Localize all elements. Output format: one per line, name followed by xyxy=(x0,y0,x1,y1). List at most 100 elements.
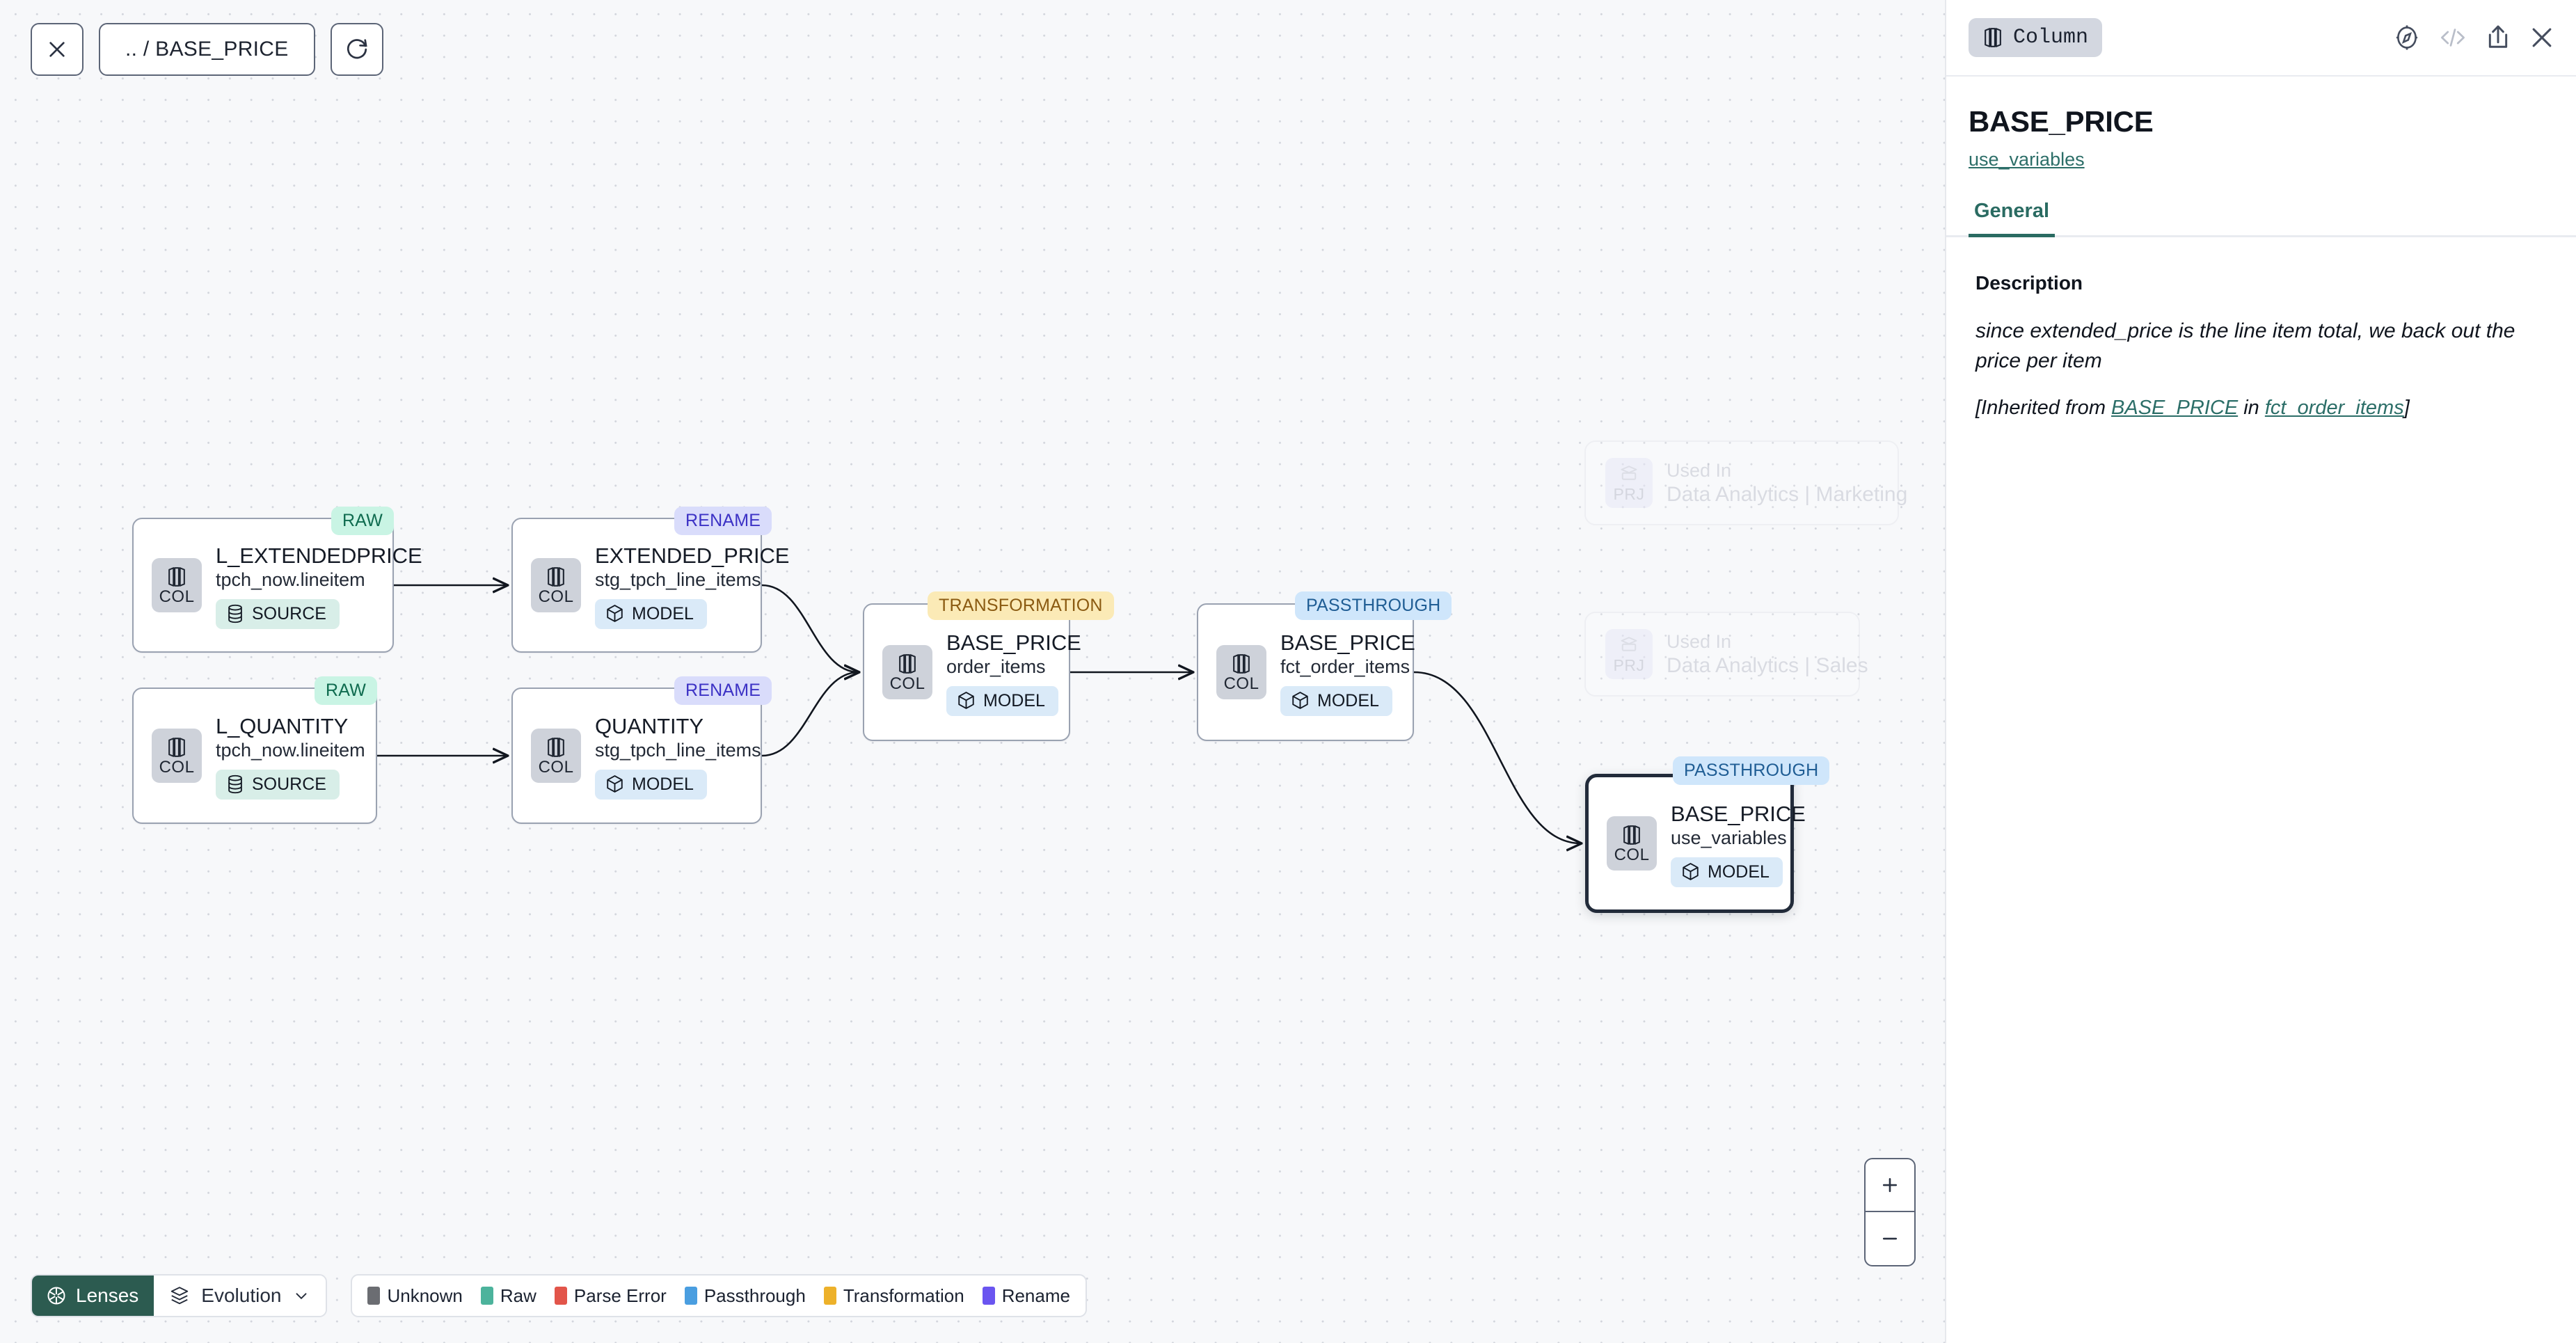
code-icon xyxy=(2441,29,2465,47)
node-status-tag-extended_price: RENAME xyxy=(674,507,772,535)
compass-icon xyxy=(2396,25,2418,50)
evolution-dropdown[interactable]: Evolution xyxy=(154,1276,326,1316)
node-status-tag-l_extendedprice: RAW xyxy=(331,507,394,535)
close-icon xyxy=(2532,28,2552,47)
node-material-label: MODEL xyxy=(1708,861,1770,882)
share-button[interactable] xyxy=(2485,24,2511,51)
lenses-label: Lenses xyxy=(76,1285,139,1306)
legend-item: Passthrough xyxy=(684,1285,806,1307)
parent-model-link[interactable]: use_variables xyxy=(1969,149,2085,170)
node-subtitle: order_items xyxy=(946,655,1046,677)
used-in-label: Used In xyxy=(1667,630,1732,652)
legend-item: Transformation xyxy=(823,1285,964,1307)
refresh-icon xyxy=(347,39,367,59)
lenses-badge: Lenses xyxy=(32,1276,154,1316)
cube-icon xyxy=(1292,692,1308,710)
used-in-label: Used In xyxy=(1667,459,1732,481)
node-material-label: MODEL xyxy=(1317,690,1379,710)
column-icon xyxy=(168,566,185,587)
zoom-out-button[interactable] xyxy=(1866,1212,1914,1265)
breadcrumb[interactable]: .. / BASE_PRICE xyxy=(99,23,315,76)
node-material-chip: MODEL xyxy=(1280,685,1392,716)
node-subtitle: tpch_now.lineitem xyxy=(216,739,365,761)
plus-icon xyxy=(1882,1177,1898,1193)
node-status-tag-base_price_order_items: TRANSFORMATION xyxy=(928,591,1114,620)
legend-label: Rename xyxy=(1001,1285,1070,1306)
project-kind-label: PRJ xyxy=(1613,655,1645,674)
legend-item: Rename xyxy=(982,1285,1070,1307)
node-material-label: SOURCE xyxy=(252,774,326,794)
refresh-button[interactable] xyxy=(330,23,383,76)
cube-icon xyxy=(607,605,623,623)
project-kind-chip: PRJ xyxy=(1605,458,1653,508)
node-material-chip: SOURCE xyxy=(216,598,340,629)
tab-general[interactable]: General xyxy=(1969,200,2055,237)
node-subtitle: fct_order_items xyxy=(1280,655,1410,677)
legend-label: Passthrough xyxy=(703,1285,806,1306)
entity-type-label: Column xyxy=(2013,26,2089,49)
node-material-label: MODEL xyxy=(983,690,1045,710)
legend-swatch xyxy=(823,1287,836,1305)
inherited-column-link[interactable]: BASE_PRICE xyxy=(2111,397,2239,420)
legend-label: Raw xyxy=(500,1285,536,1306)
legend-item: Unknown xyxy=(367,1285,463,1307)
panel-close-button[interactable] xyxy=(2529,24,2555,51)
legend-swatch xyxy=(367,1287,381,1305)
node-kind-chip: COL xyxy=(1216,645,1266,699)
column-icon xyxy=(1623,825,1640,845)
node-title: L_QUANTITY xyxy=(216,714,349,739)
close-button[interactable] xyxy=(31,23,84,76)
inherited-model-link[interactable]: fct_order_items xyxy=(2264,397,2404,420)
cube-icon xyxy=(607,775,623,793)
node-title: EXTENDED_PRICE xyxy=(595,543,790,569)
legend-label: Parse Error xyxy=(573,1285,667,1306)
bottom-bar: Lenses Evolution Unknown Raw Parse Error Pa… xyxy=(31,1274,1087,1317)
node-kind-chip: COL xyxy=(152,729,202,783)
inherited-suffix: ] xyxy=(2403,397,2410,420)
project-kind-label: PRJ xyxy=(1613,484,1645,503)
node-kind-chip: COL xyxy=(1607,816,1657,871)
legend-item: Raw xyxy=(480,1285,536,1307)
legend-item: Parse Error xyxy=(554,1285,667,1307)
explore-button[interactable] xyxy=(2393,24,2421,51)
project-icon xyxy=(1621,636,1637,651)
evolution-label: Evolution xyxy=(201,1285,282,1306)
node-kind-label: COL xyxy=(889,674,925,693)
aperture-icon xyxy=(47,1287,65,1305)
node-title: QUANTITY xyxy=(595,714,703,739)
lens-selector[interactable]: Lenses Evolution xyxy=(31,1274,328,1317)
project-icon xyxy=(1621,465,1637,480)
node-status-tag-base_price_fct_order_items: PASSTHROUGH xyxy=(1295,591,1452,620)
node-subtitle: use_variables xyxy=(1671,827,1787,848)
view-code-button[interactable] xyxy=(2438,24,2467,51)
node-kind-label: COL xyxy=(159,757,195,777)
page-title: BASE_PRICE xyxy=(1969,105,2154,138)
cube-icon xyxy=(958,692,974,710)
inherited-middle: in xyxy=(2238,397,2265,420)
zoom-in-button[interactable] xyxy=(1866,1159,1914,1212)
zoom-controls xyxy=(1864,1158,1916,1266)
node-material-chip: MODEL xyxy=(946,685,1058,716)
database-icon xyxy=(228,774,242,794)
node-status-tag-quantity: RENAME xyxy=(674,676,772,705)
layers-icon xyxy=(171,1287,189,1305)
node-title: L_EXTENDEDPRICE xyxy=(216,543,422,569)
node-subtitle: stg_tpch_line_items xyxy=(595,739,761,761)
node-kind-label: COL xyxy=(538,587,574,606)
node-subtitle: stg_tpch_line_items xyxy=(595,569,761,590)
node-status-tag-l_quantity: RAW xyxy=(315,676,377,705)
details-panel-header: Column xyxy=(1946,0,2576,77)
node-kind-chip: COL xyxy=(152,558,202,612)
node-title: BASE_PRICE xyxy=(946,630,1081,655)
